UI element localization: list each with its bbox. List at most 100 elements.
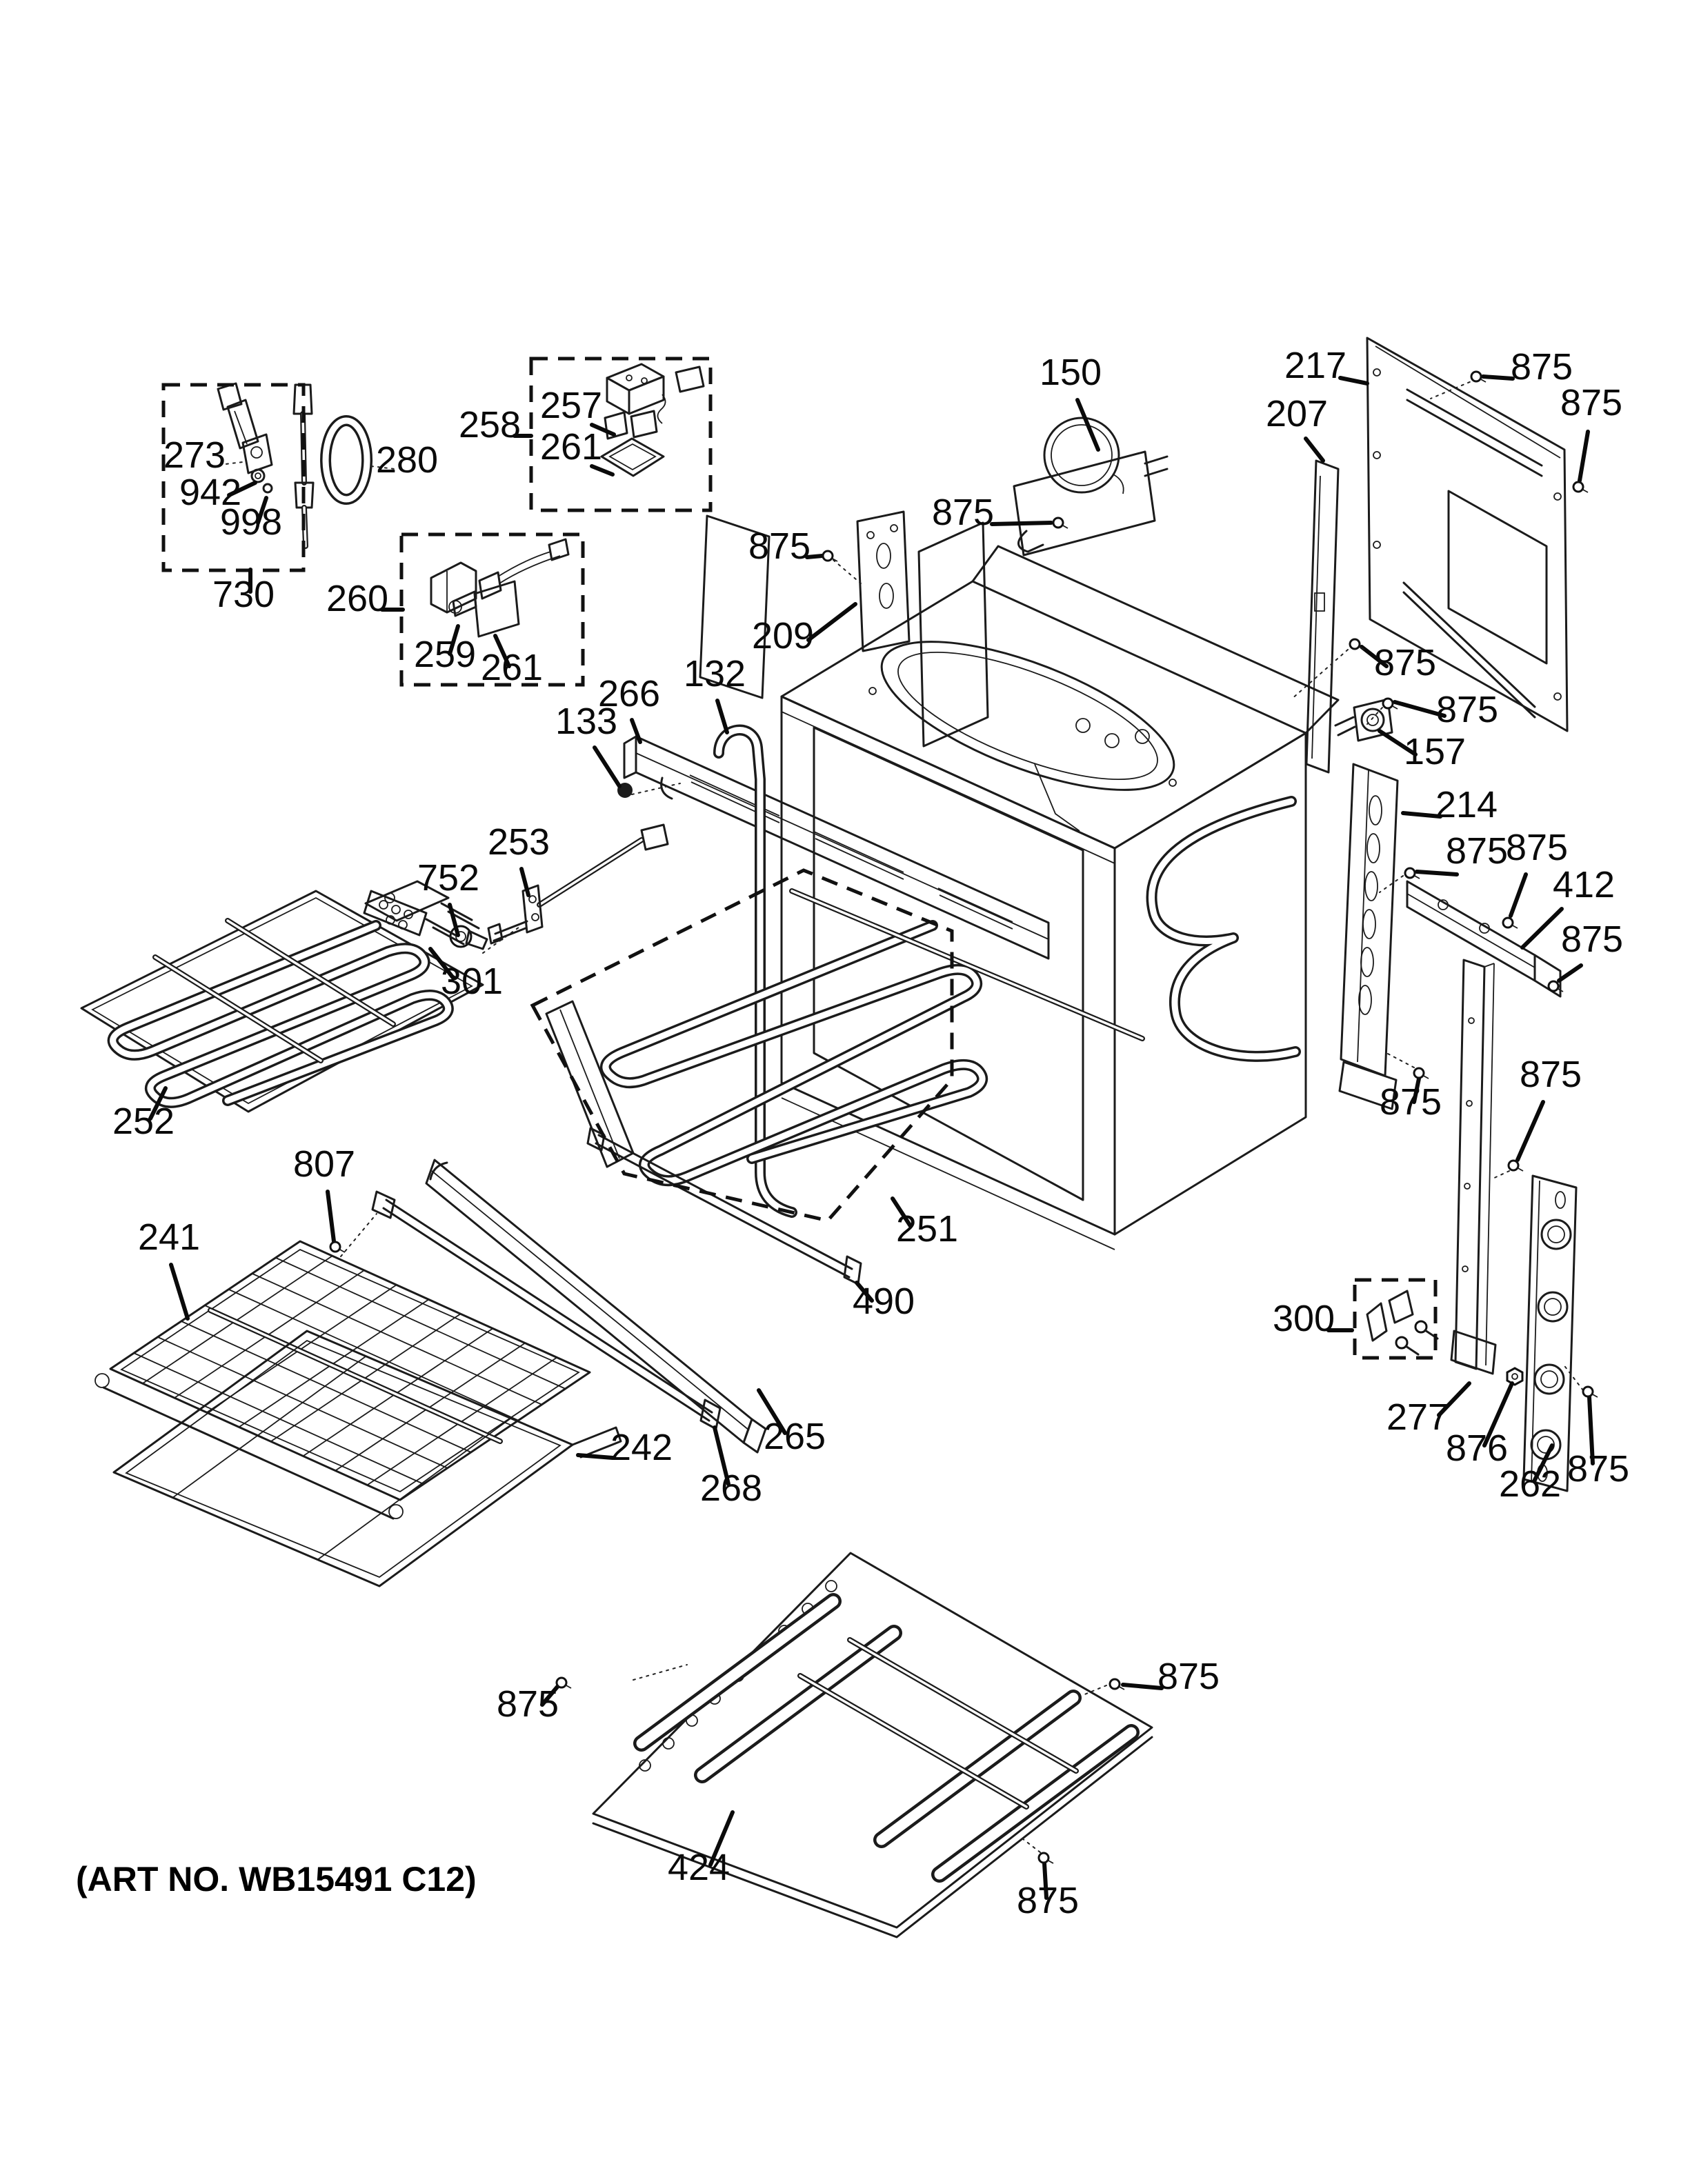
part-callout-242: 242 [610, 1427, 673, 1468]
leader-line [169, 1263, 190, 1321]
leader-line [1075, 398, 1100, 452]
leader-line [1520, 907, 1564, 950]
leader-line [708, 1810, 735, 1867]
screw-875-glyph [1382, 697, 1398, 710]
part-callout-875: 875 [748, 525, 811, 567]
leader-line [227, 481, 257, 497]
part-callout-268: 268 [700, 1467, 762, 1509]
part-callout-875: 875 [1374, 642, 1436, 683]
part-callout-258: 258 [459, 404, 521, 445]
leader-line [757, 1388, 787, 1435]
part-callout-875: 875 [1380, 1081, 1442, 1123]
stipple-line [1387, 1053, 1415, 1068]
leader-line [1042, 1861, 1048, 1900]
part-callout-876: 876 [1446, 1427, 1508, 1469]
stipple-line [833, 559, 862, 584]
screw-875-glyph [822, 550, 838, 562]
box-260 [399, 532, 585, 687]
box-300 [1353, 1278, 1438, 1360]
leader-line [855, 1281, 874, 1303]
part-callout-752: 752 [417, 857, 479, 899]
leader-line [1338, 376, 1369, 385]
leader-line [715, 699, 729, 734]
leader-lines-layer [148, 374, 1595, 1900]
thermostat-157 [1334, 698, 1393, 742]
art-number: (ART NO. WB15491 C12) [76, 1860, 477, 1899]
leader-line [540, 1685, 559, 1707]
screw-875-glyph [1052, 517, 1068, 529]
screw-875-glyph [1413, 1067, 1429, 1079]
leader-line [590, 423, 616, 437]
stipple-line [1082, 1685, 1107, 1696]
part-callout-875: 875 [1157, 1656, 1220, 1697]
leader-line [1393, 700, 1447, 718]
part-callout-807: 807 [293, 1143, 355, 1185]
leader-line [576, 1453, 615, 1460]
stipple-line [1430, 379, 1477, 399]
part-callout-875: 875 [1511, 346, 1573, 388]
broil-element-252 [80, 880, 484, 1113]
screw-875-glyph [1582, 1385, 1598, 1398]
part-callout-132: 132 [684, 653, 746, 694]
part-callout-424: 424 [668, 1847, 730, 1888]
part-callout-300: 300 [1273, 1298, 1335, 1339]
leader-line [1509, 872, 1528, 918]
part-callout-261: 261 [481, 647, 543, 688]
part-callout-301: 301 [441, 961, 503, 1002]
leader-line [713, 1425, 730, 1486]
part-callout-157: 157 [1404, 731, 1466, 772]
stipple-line [482, 925, 522, 954]
leader-line [1360, 645, 1389, 668]
side-trim-262 [1522, 1174, 1578, 1492]
front-trim-266 [623, 735, 1050, 960]
leader-line [493, 634, 511, 668]
part-callout-260: 260 [326, 578, 388, 619]
bracket-209 [856, 510, 911, 652]
lamp-kit-260 [430, 538, 570, 638]
part-callout-875: 875 [1436, 689, 1498, 730]
leader-line [1481, 374, 1515, 381]
leader-line [806, 602, 857, 642]
rear-panel-217 [1366, 337, 1569, 732]
stipple-line [340, 1213, 377, 1257]
leader-line [448, 903, 460, 937]
bake-element-251 [545, 888, 1145, 1181]
screw-875-glyph [1404, 867, 1420, 879]
stipple-line [631, 783, 681, 795]
part-callout-730: 730 [212, 574, 275, 615]
leader-line [519, 867, 530, 897]
leader-line [1515, 1100, 1545, 1162]
leader-line [891, 1196, 913, 1228]
leader-line [1437, 1381, 1471, 1417]
leader-line [1578, 430, 1590, 483]
leader-line [428, 947, 455, 980]
leader-line [1532, 1443, 1554, 1483]
part-callout-241: 241 [138, 1216, 200, 1258]
part-callout-273: 273 [163, 434, 226, 476]
part-callout-217: 217 [1284, 345, 1346, 386]
leader-line [1378, 729, 1418, 757]
part-callout-251: 251 [896, 1208, 958, 1250]
part-callout-875: 875 [1506, 827, 1568, 868]
part-callout-875: 875 [1017, 1880, 1079, 1921]
leader-line [1401, 811, 1442, 819]
latch-kit-300 [1366, 1290, 1439, 1356]
part-callout-150: 150 [1040, 352, 1102, 393]
stipple-line [633, 1664, 688, 1681]
leader-line [1304, 437, 1325, 463]
part-callout-280: 280 [376, 439, 438, 481]
rail-214 [1338, 763, 1399, 1110]
part-callout-207: 207 [1266, 393, 1328, 434]
part-callout-875: 875 [1560, 382, 1622, 423]
leader-line [256, 496, 268, 525]
stipple-line [1379, 875, 1404, 893]
part-callout-133: 133 [555, 701, 617, 742]
box-730 [161, 383, 306, 572]
convection-fan-150 [1013, 417, 1169, 557]
screw-875-glyph [1037, 1852, 1054, 1864]
stipple-line [1562, 1363, 1584, 1391]
leader-line [448, 624, 460, 656]
oven-rack-241 [95, 1240, 591, 1520]
part-callout-277: 277 [1386, 1396, 1449, 1438]
